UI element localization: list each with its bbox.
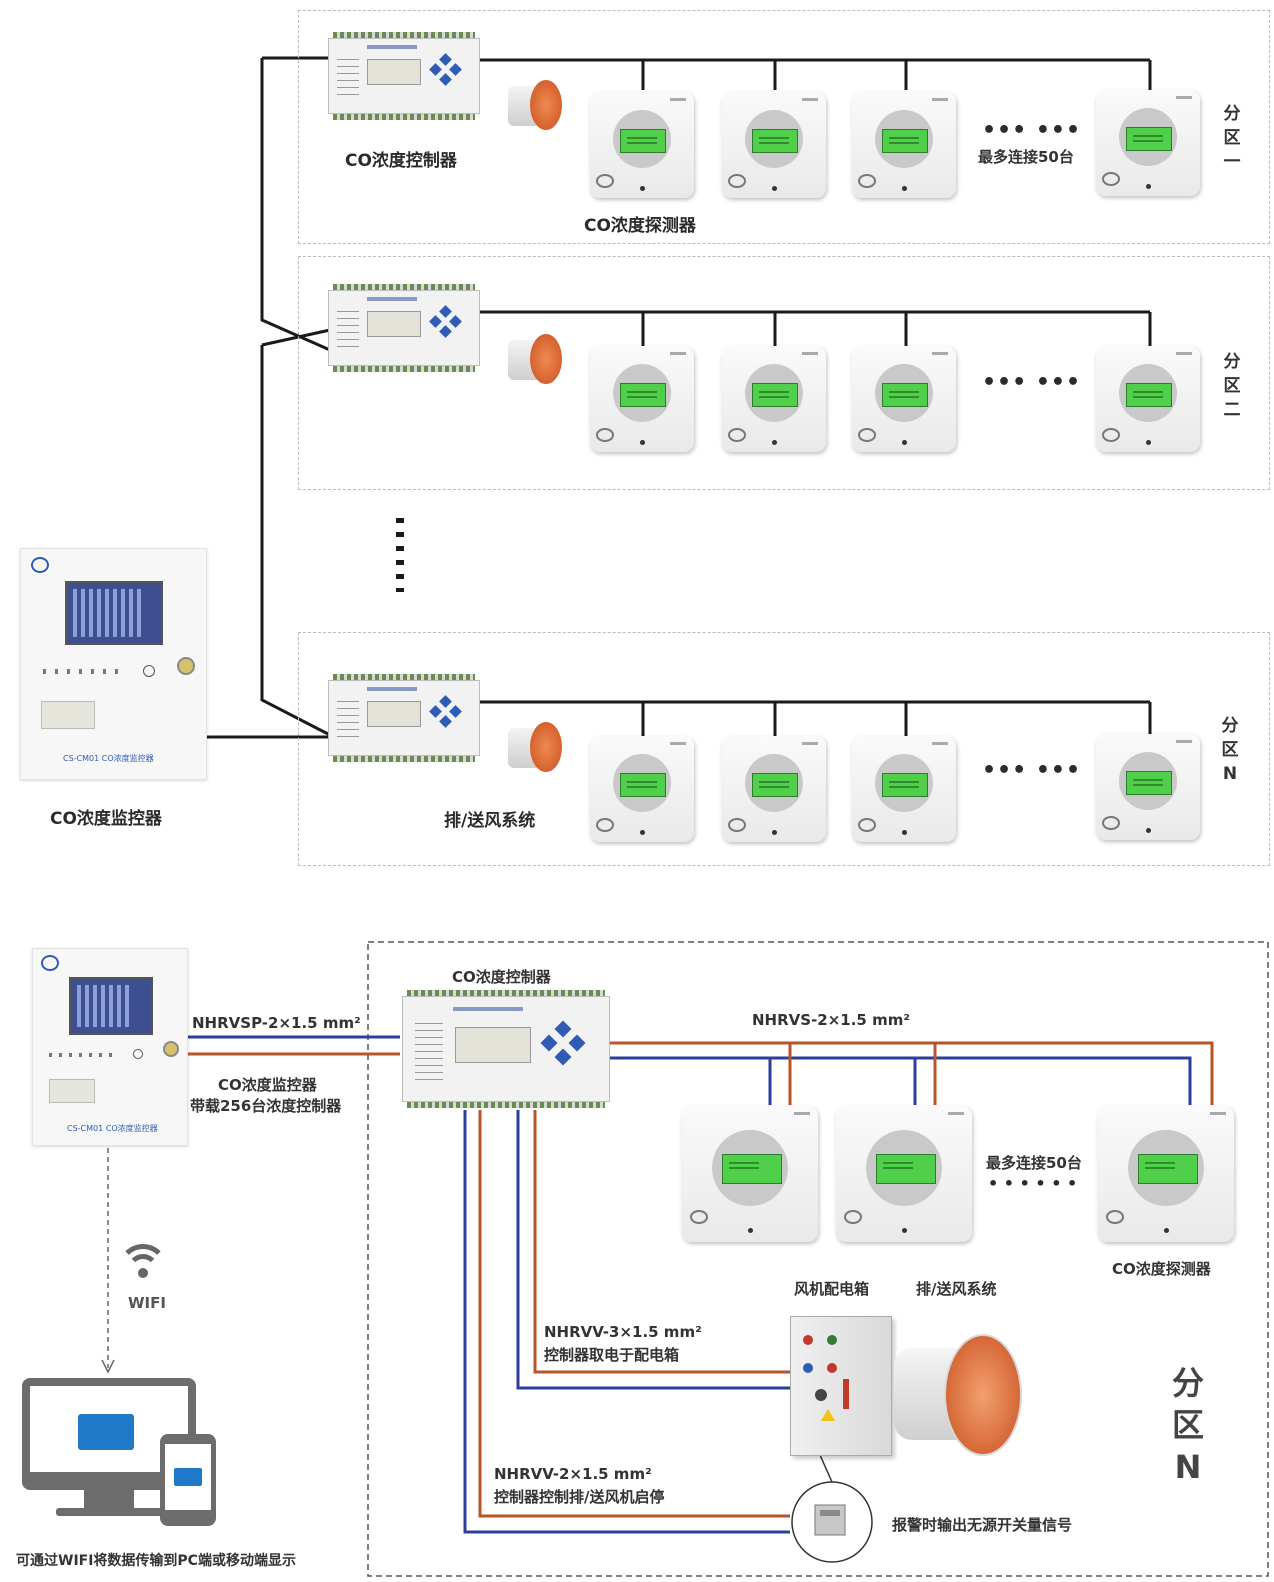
ellipsis: ••• ••• bbox=[982, 118, 1082, 143]
co-controller-zoneN bbox=[328, 674, 480, 762]
co-detector bbox=[852, 346, 956, 452]
max-connect-label: 最多连接50台 bbox=[978, 148, 1074, 166]
monitor-line1: CO浓度监控器 bbox=[218, 1076, 317, 1094]
wifi-label: WIFI bbox=[128, 1294, 166, 1312]
cable-nhrvv2-line2: 控制器控制排/送风机启停 bbox=[494, 1488, 665, 1506]
pc-base bbox=[56, 1508, 166, 1516]
monitor-panel-caption: CS-CM01 CO浓度监控器 bbox=[67, 1124, 158, 1133]
ellipsis: ••• ••• bbox=[982, 758, 1082, 783]
co-detector bbox=[722, 92, 826, 198]
co-detector bbox=[590, 346, 694, 452]
ellipsis: ••• ••• bbox=[982, 370, 1082, 395]
co-detector bbox=[682, 1106, 818, 1242]
cable-nhrvsp: NHRVSP-2×1.5 mm² bbox=[192, 1014, 361, 1032]
co-controller-zone2 bbox=[328, 284, 480, 372]
co-detector bbox=[590, 92, 694, 198]
co-detector bbox=[836, 1106, 972, 1242]
co-detector bbox=[722, 346, 826, 452]
cable-nhrvs: NHRVS-2×1.5 mm² bbox=[752, 1011, 910, 1029]
fan-box-label: 风机配电箱 bbox=[794, 1280, 870, 1298]
exhaust-fan bbox=[894, 1334, 1022, 1456]
co-detector bbox=[852, 92, 956, 198]
zoneN-frame bbox=[298, 632, 1270, 866]
co-monitor-label: CO浓度监控器 bbox=[50, 809, 162, 829]
co-detector bbox=[1096, 346, 1200, 452]
bottom-fan-system-label: 排/送风系统 bbox=[916, 1280, 997, 1298]
bottom-max-connect: 最多连接50台 bbox=[986, 1154, 1082, 1172]
co-detector bbox=[1096, 90, 1200, 196]
vertical-continuation-dots bbox=[396, 518, 404, 592]
co-detector bbox=[722, 736, 826, 842]
cable-nhrvv3-line1: NHRVV-3×1.5 mm² bbox=[544, 1323, 702, 1341]
co-controller-bottom bbox=[402, 990, 610, 1108]
phone-icon bbox=[160, 1434, 216, 1526]
zone2-frame bbox=[298, 256, 1270, 490]
co-detector bbox=[1098, 1106, 1234, 1242]
cable-nhrvv3-line2: 控制器取电于配电箱 bbox=[544, 1346, 680, 1364]
pc-caption: 可通过WIFI将数据传输到PC端或移动端显示 bbox=[16, 1553, 296, 1569]
trunk-wires bbox=[205, 56, 331, 739]
cable-nhrvv2-line1: NHRVV-2×1.5 mm² bbox=[494, 1465, 652, 1483]
monitor-panel-caption: CS-CM01 CO浓度监控器 bbox=[63, 754, 154, 763]
monitor-line2: 带载256台浓度控制器 bbox=[190, 1097, 342, 1115]
co-monitor-panel-bottom: CS-CM01 CO浓度监控器 bbox=[32, 948, 188, 1146]
co-monitor-panel: CS-CM01 CO浓度监控器 bbox=[20, 548, 207, 780]
zone1-frame bbox=[298, 10, 1270, 244]
co-detector bbox=[852, 736, 956, 842]
zone2-label: 分区二 bbox=[1223, 352, 1241, 420]
bottom-controller-label: CO浓度控制器 bbox=[452, 968, 551, 986]
zoneN-bus bbox=[478, 700, 1152, 736]
fan-zoneN bbox=[508, 722, 562, 772]
zone2-bus bbox=[478, 310, 1152, 346]
bottom-zone-frame bbox=[367, 941, 1269, 1577]
fan-distribution-box bbox=[790, 1316, 892, 1456]
co-detector-label: CO浓度探测器 bbox=[584, 216, 696, 236]
fan-zone2 bbox=[508, 334, 562, 384]
fan-system-label: 排/送风系统 bbox=[444, 811, 536, 831]
co-controller-label: CO浓度控制器 bbox=[345, 151, 457, 171]
bottom-detector-label: CO浓度探测器 bbox=[1112, 1260, 1211, 1278]
co-controller-zone1 bbox=[328, 32, 480, 120]
zone1-label: 分区一 bbox=[1223, 104, 1241, 172]
fan-zone1 bbox=[508, 80, 562, 130]
co-detector bbox=[590, 736, 694, 842]
alarm-output-label: 报警时输出无源开关量信号 bbox=[892, 1516, 1073, 1534]
bottom-dots: • • • • • • bbox=[988, 1174, 1078, 1193]
wifi-icon bbox=[118, 1244, 172, 1284]
zone1-bus bbox=[478, 58, 1152, 90]
co-detector bbox=[1096, 734, 1200, 840]
pc-stand bbox=[84, 1490, 134, 1510]
